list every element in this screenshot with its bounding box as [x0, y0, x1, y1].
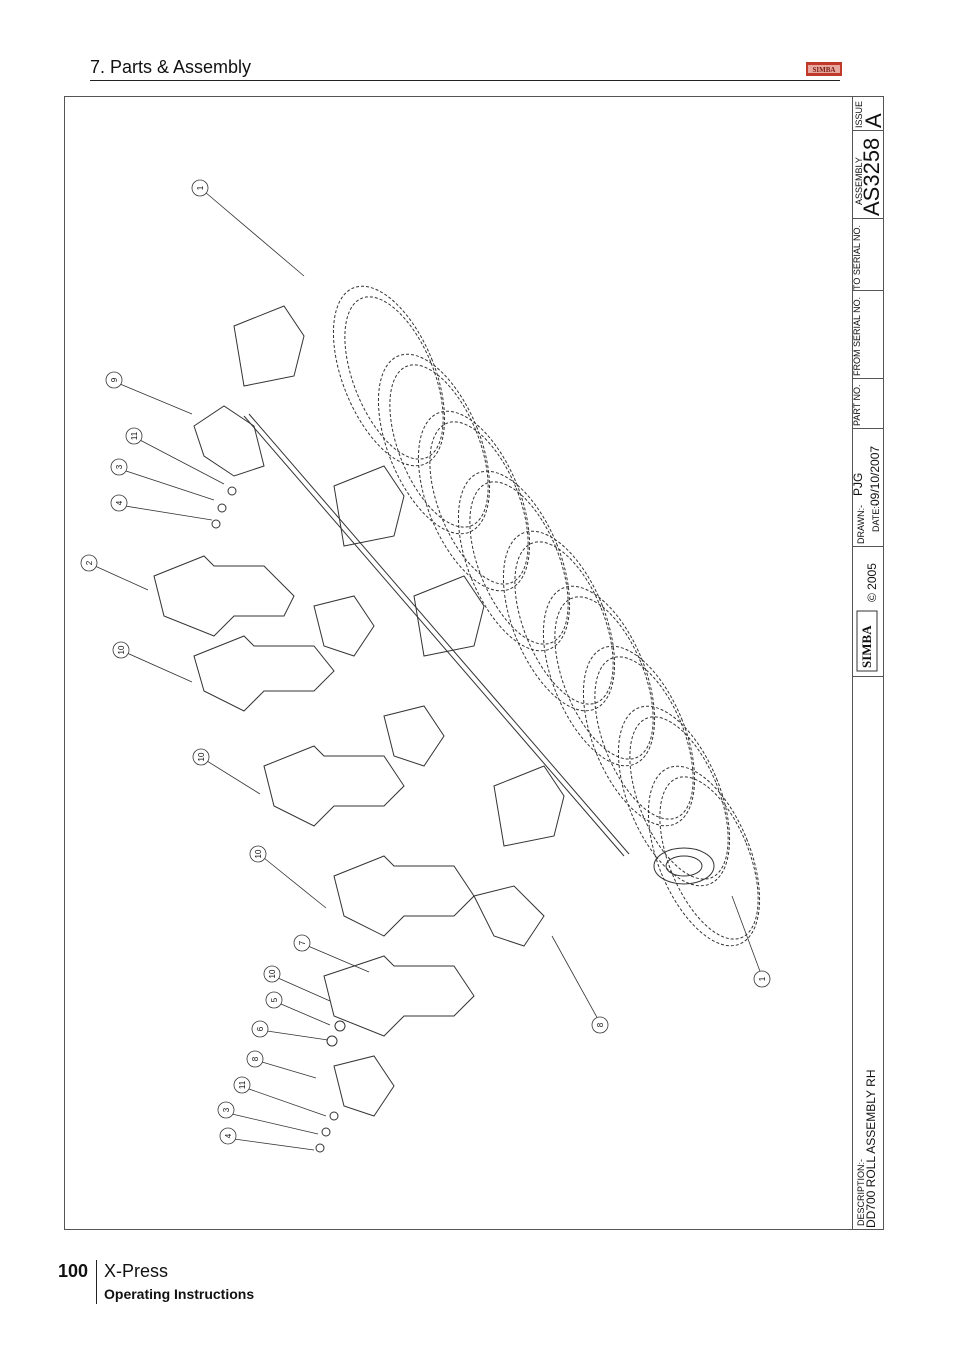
axle-shaft — [243, 413, 630, 857]
company-name: SIMBA — [859, 625, 874, 668]
callout-label: 10 — [197, 752, 206, 761]
issue-value: A — [861, 113, 886, 128]
callout-label: 8 — [251, 1056, 260, 1061]
copyright: © 2005 — [865, 563, 879, 602]
callout-label: 10 — [268, 969, 277, 978]
callout-labels: 1 9 11 3 4 2 10 10 10 7 10 5 6 8 11 3 4 … — [85, 185, 767, 1138]
callout-label: 5 — [270, 997, 279, 1002]
date-label: DATE:- — [871, 503, 881, 532]
callout-label: 3 — [115, 464, 124, 469]
header-rule — [90, 80, 840, 81]
callout-label: 1 — [196, 185, 205, 190]
product-name: X-Press — [104, 1261, 169, 1281]
simba-logo: SIMBA — [806, 62, 842, 76]
callout-label: 3 — [222, 1107, 231, 1112]
section-title: 7. Parts & Assembly — [90, 57, 252, 77]
exploded-drawing: 1 9 11 3 4 2 10 10 10 7 10 5 6 8 11 3 4 … — [80, 179, 771, 1153]
callout-label: 6 — [256, 1026, 265, 1031]
callout-label: 7 — [298, 940, 307, 945]
page-number: 100 — [58, 1261, 89, 1281]
callout-label: 11 — [238, 1080, 247, 1089]
callout-label: 4 — [224, 1133, 233, 1138]
callout-label: 10 — [254, 849, 263, 858]
drawn-label: DRAWN:- — [856, 504, 866, 544]
date-value: 09/10/2007 — [868, 445, 882, 506]
title-block-logo: SIMBA — [856, 610, 878, 672]
title-block-border — [852, 96, 853, 1230]
callout-label: 10 — [117, 645, 126, 654]
callout-label: 1 — [758, 976, 767, 981]
description-value: DD700 ROLL ASSEMBLY RH — [864, 1069, 878, 1228]
callout-label: 9 — [110, 377, 119, 382]
callout-markers — [80, 179, 771, 1145]
drawing-frame — [64, 96, 884, 1230]
assembly-number: AS3258 — [859, 137, 884, 216]
logo-text: SIMBA — [813, 66, 836, 74]
fasteners — [211, 486, 346, 1153]
leader-lines — [94, 191, 762, 1151]
footer-rule — [96, 1260, 97, 1304]
callout-label: 2 — [85, 560, 94, 565]
manual-subtitle: Operating Instructions — [104, 1286, 255, 1302]
scraper-brackets — [153, 305, 565, 1117]
roller-discs — [332, 285, 761, 947]
callout-label: 4 — [115, 500, 124, 505]
callout-label: 8 — [596, 1022, 605, 1027]
callout-label: 11 — [130, 431, 139, 440]
